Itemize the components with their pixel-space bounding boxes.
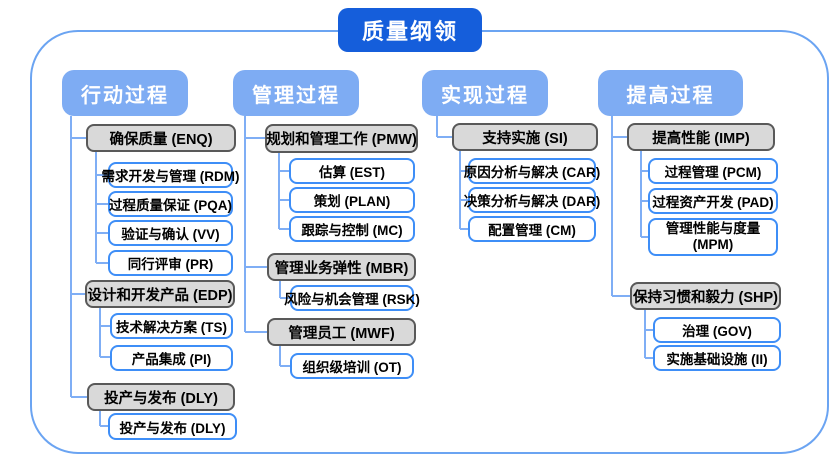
node-est: 估算 (EST) <box>289 158 415 184</box>
node-plan: 策划 (PLAN) <box>289 187 415 213</box>
header-action-process: 行动过程 <box>62 70 188 116</box>
node-mwf: 管理员工 (MWF) <box>267 318 416 346</box>
node-gov: 治理 (GOV) <box>653 317 781 343</box>
node-pcm: 过程管理 (PCM) <box>648 158 778 184</box>
node-cm: 配置管理 (CM) <box>468 216 596 242</box>
node-rsk: 风险与机会管理 (RSK) <box>284 285 420 311</box>
node-mc: 跟踪与控制 (MC) <box>289 216 415 242</box>
node-pad: 过程资产开发 (PAD) <box>648 188 778 214</box>
root-node: 质量纲领 <box>338 8 482 52</box>
node-pi: 产品集成 (PI) <box>110 345 233 371</box>
node-dly: 投产与发布 (DLY) <box>108 413 237 440</box>
node-imp: 提高性能 (IMP) <box>627 123 775 151</box>
node-enq: 确保质量 (ENQ) <box>86 124 236 152</box>
node-car: 原因分析与解决 (CAR) <box>464 158 600 184</box>
node-mbr: 管理业务弹性 (MBR) <box>267 253 416 281</box>
node-dar: 决策分析与解决 (DAR) <box>464 187 600 213</box>
node-pr: 同行评审 (PR) <box>108 250 233 276</box>
node-dly-group: 投产与发布 (DLY) <box>87 383 235 411</box>
node-edp: 设计和开发产品 (EDP) <box>85 280 235 308</box>
header-improvement-process: 提高过程 <box>598 70 743 116</box>
node-ii: 实施基础设施 (II) <box>653 345 781 371</box>
header-management-process: 管理过程 <box>233 70 359 116</box>
node-vv: 验证与确认 (VV) <box>108 220 233 246</box>
header-implementation-process: 实现过程 <box>422 70 548 116</box>
node-rdm: 需求开发与管理 (RDM) <box>102 162 240 188</box>
node-si: 支持实施 (SI) <box>452 123 598 151</box>
node-pqa: 过程质量保证 (PQA) <box>108 191 233 217</box>
node-pmw: 规划和管理工作 (PMW) <box>265 124 418 153</box>
node-shp: 保持习惯和毅力 (SHP) <box>630 282 781 310</box>
node-mpm: 管理性能与度量 (MPM) <box>648 218 778 256</box>
node-ts: 技术解决方案 (TS) <box>110 313 233 339</box>
node-ot: 组织级培训 (OT) <box>290 353 414 379</box>
